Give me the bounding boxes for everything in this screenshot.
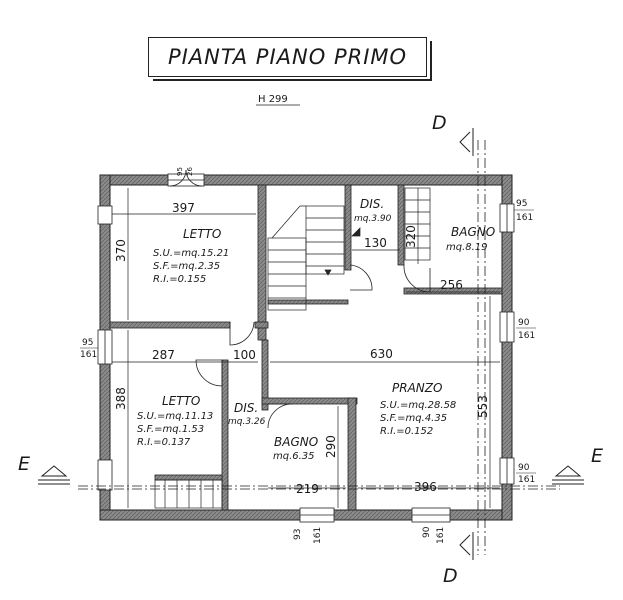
- tag-top-a: 95: [176, 167, 184, 176]
- dim-397: 397: [172, 201, 195, 215]
- dim-630: 630: [370, 347, 393, 361]
- interior-walls: [109, 184, 503, 511]
- room-letto-1: LETTO S.U.=mq.15.21 S.F.=mq.2.35 R.I.=0.…: [153, 227, 229, 285]
- tag-bl-b: 161: [313, 527, 323, 544]
- room-name: LETTO: [183, 227, 221, 241]
- room-pranzo: PRANZO S.U.=mq.28.58 S.F.=mq.4.35 R.I.=0…: [380, 381, 456, 437]
- dim-553: 553: [476, 395, 490, 418]
- dim-320: 320: [404, 225, 418, 248]
- dim-130: 130: [364, 236, 387, 250]
- tag-ru-b: 161: [516, 213, 533, 223]
- height-note: H 299: [258, 94, 288, 105]
- room-line: S.F.=mq.4.35: [380, 413, 447, 424]
- dim-100: 100: [233, 348, 256, 362]
- room-labels: LETTO S.U.=mq.15.21 S.F.=mq.2.35 R.I.=0.…: [137, 197, 495, 462]
- room-name: BAGNO: [451, 225, 495, 239]
- tag-ru-a: 95: [516, 199, 527, 209]
- plan-title-text: PIANTA PIANO PRIMO: [167, 45, 408, 69]
- room-name: LETTO: [162, 394, 200, 408]
- dimension-labels: 397 370 287 100 630 388 130 320 256 553 …: [114, 201, 490, 496]
- room-bagno-2: BAGNO mq.6.35: [273, 435, 318, 462]
- section-label-e-right: E: [591, 445, 603, 467]
- room-letto-2: LETTO S.U.=mq.11.13 S.F.=mq.1.53 R.I.=0.…: [137, 394, 213, 448]
- room-dis-2: DIS. mq.3.26: [228, 401, 266, 427]
- dimension-lines: [112, 188, 500, 508]
- dim-290: 290: [324, 435, 338, 458]
- section-label-e-left: E: [18, 453, 30, 475]
- room-line: R.I.=0.137: [137, 437, 191, 448]
- tag-rm-a: 90: [518, 318, 530, 328]
- room-name: BAGNO: [274, 435, 318, 449]
- section-label-d-bottom: D: [443, 565, 458, 587]
- room-name: DIS.: [234, 401, 258, 415]
- window-openings: [97, 173, 515, 523]
- window-tags: 95 26 95 161 90 161 95 161 90 161 93 161…: [80, 167, 536, 544]
- room-line: S.F.=mq.2.35: [153, 261, 220, 272]
- room-dis-1: DIS. mq.3.90: [354, 197, 392, 224]
- room-line: mq.3.26: [228, 417, 266, 427]
- tag-br-b: 161: [436, 527, 446, 544]
- tag-lm-a: 95: [82, 338, 93, 348]
- tag-lm-b: 161: [80, 350, 97, 360]
- tag-rl-a: 90: [518, 463, 530, 473]
- dim-287: 287: [152, 348, 175, 362]
- tag-bl-a: 93: [293, 529, 303, 540]
- section-markers: [38, 128, 584, 560]
- room-line: mq.3.90: [354, 214, 392, 224]
- dim-370: 370: [114, 239, 128, 262]
- room-line: R.I.=0.152: [380, 426, 433, 437]
- dim-396: 396: [414, 480, 437, 494]
- room-name: DIS.: [360, 197, 384, 211]
- room-line: S.U.=mq.11.13: [137, 411, 213, 422]
- plan-title: PIANTA PIANO PRIMO: [148, 37, 427, 77]
- door-swings: [169, 169, 431, 429]
- staircase: [154, 187, 431, 509]
- dim-219: 219: [296, 482, 319, 496]
- dim-388: 388: [114, 387, 128, 410]
- dim-256: 256: [440, 278, 463, 292]
- room-name: PRANZO: [392, 381, 442, 395]
- room-line: S.U.=mq.28.58: [380, 400, 456, 411]
- window-glass-lines: [104, 179, 508, 516]
- room-line: mq.6.35: [273, 451, 315, 462]
- room-bagno-1: BAGNO mq.8.19: [446, 225, 495, 253]
- tag-rl-b: 161: [518, 475, 535, 485]
- room-line: mq.8.19: [446, 242, 488, 253]
- room-line: S.U.=mq.15.21: [153, 248, 229, 259]
- section-label-d-top: D: [432, 112, 447, 134]
- tag-rm-b: 161: [518, 331, 535, 341]
- tag-top-b: 26: [186, 167, 194, 176]
- room-line: S.F.=mq.1.53: [137, 424, 204, 435]
- room-line: R.I.=0.155: [153, 274, 206, 285]
- section-lines: [78, 140, 560, 555]
- tag-br-a: 90: [422, 526, 432, 538]
